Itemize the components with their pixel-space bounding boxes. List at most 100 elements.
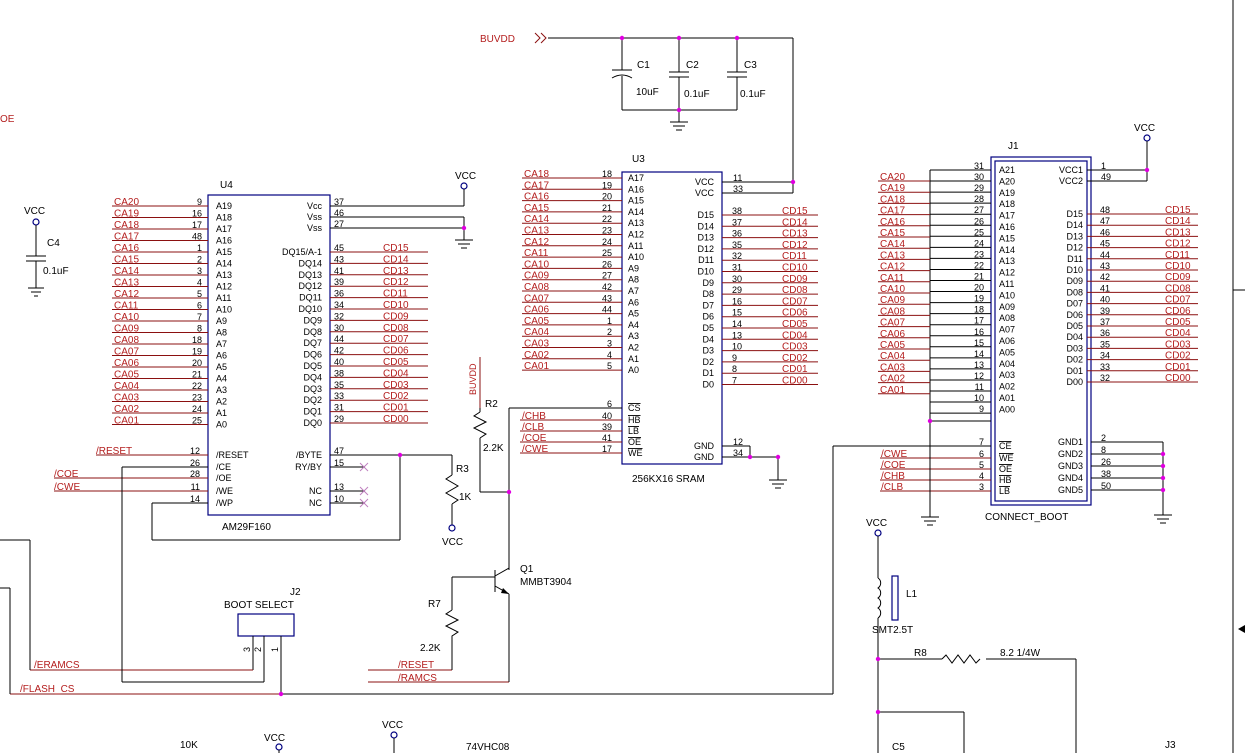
u3-right-pin: 31: [732, 263, 742, 273]
u4-right-net: CD05: [383, 357, 409, 368]
u4-left-net: CA09: [114, 324, 139, 335]
c4-ref: C4: [47, 238, 60, 249]
frame-arrow: [1238, 625, 1245, 633]
j1-right-pin-name: D02: [1066, 355, 1083, 365]
j1-ctrl-pin: 5: [979, 460, 984, 470]
c1-value: 10uF: [636, 87, 659, 98]
l1-coil: [877, 577, 882, 619]
net-reset-bottom: /RESET: [398, 660, 434, 671]
u4-net-cwe: /CWE: [54, 482, 80, 493]
j1-right-pin-name: D15: [1066, 209, 1083, 219]
u3-left-pin: 24: [602, 237, 612, 247]
u3-left-net: CA15: [524, 203, 549, 214]
u4-right-pin-name: DQ6: [303, 350, 322, 360]
j1-left-pin: 27: [974, 205, 984, 215]
u3-sram-chip: U3 256KX16 SRAM: [621, 154, 723, 485]
u3-part: 256KX16 SRAM: [632, 474, 705, 485]
u4-right-net: CD04: [383, 368, 409, 379]
u3-right-pin-name: D2: [702, 357, 714, 367]
u4-ctrl-pin-name: /WE: [216, 486, 233, 496]
j1-left-pin: 22: [974, 260, 984, 270]
u3-control: /CHB /CLB /COE /CWE: [509, 407, 622, 455]
u3-right-net: CD03: [782, 342, 808, 353]
u3-right-pin-name: D8: [702, 289, 714, 299]
u3-right-net: CD06: [782, 308, 808, 319]
u3-ctrl-pin-name: LB: [628, 426, 639, 436]
j1-right-pin: 37: [1100, 317, 1110, 327]
u4-left-net: CA18: [114, 220, 139, 231]
u4-right-pin-name: DQ12: [298, 281, 322, 291]
j1-left-pin-name: A01: [999, 393, 1015, 403]
u4-left-net: CA15: [114, 255, 139, 266]
u3-right-net: CD13: [782, 229, 808, 240]
j3-ref: J3: [1165, 740, 1176, 751]
u3-left-pin-name: A9: [628, 263, 639, 273]
u4-ctrl-pin: 28: [190, 469, 200, 479]
u4-left-pin-name: A11: [216, 293, 231, 303]
j1-right-net: CD10: [1165, 261, 1191, 272]
u3-ctrl-pin: 40: [602, 411, 612, 421]
j1-gnd-pin: 26: [1101, 457, 1111, 467]
j1-left-net: CA17: [880, 206, 905, 217]
u4-left-net: CA06: [114, 358, 139, 369]
u4-vcc-label: VCC: [455, 171, 476, 182]
u4-left-net: CA04: [114, 381, 139, 392]
j1-left-net: CA03: [880, 362, 905, 373]
u3-right-pin-name: D3: [702, 346, 714, 356]
u4-net-coe: /COE: [54, 469, 79, 480]
buvdd-vertical-label: BUVDD: [468, 363, 478, 395]
j1-left-pin-name: A04: [999, 359, 1015, 369]
u3-left-pin-name: A11: [628, 241, 643, 251]
u3-right-net: CD00: [782, 376, 808, 387]
u3-left-net: CA08: [524, 282, 549, 293]
u4-power-pin: 46: [334, 208, 344, 218]
u3-left-pin: 4: [607, 350, 612, 360]
u4-left-net: CA13: [114, 278, 139, 289]
u3-right-pin-name: D5: [702, 323, 714, 333]
u4-left-pin: 7: [197, 312, 202, 322]
u3-right-pin-name: D13: [697, 233, 714, 243]
u4-right-pin: 42: [334, 346, 344, 356]
u3-left-pin-name: A16: [628, 184, 644, 194]
j1-right-net: CD07: [1165, 295, 1191, 306]
u4-left-net: CA17: [114, 232, 139, 243]
j1-left-pin: 16: [974, 327, 984, 337]
u4-left-net: CA03: [114, 393, 139, 404]
net-flash-cs: /FLASH_CS: [20, 684, 75, 695]
u4-right-pin-name: DQ0: [303, 418, 322, 428]
j1-right-pin-name: D04: [1066, 332, 1083, 342]
u4-right-pin: 41: [334, 266, 344, 276]
u3-right-net: CD02: [782, 353, 808, 364]
u4-right-pin: 32: [334, 311, 344, 321]
u4-right-net: CD06: [383, 346, 409, 357]
u4-left-pin: 3: [197, 266, 202, 276]
u3-ctrl-pin-name: OE: [628, 437, 641, 447]
j1-left-net: CA09: [880, 295, 905, 306]
u3-vcc-pin: 33: [733, 184, 743, 194]
j1-right-pin: 46: [1100, 227, 1110, 237]
j1-right-net: CD04: [1165, 328, 1191, 339]
j1-left-net: CA15: [880, 228, 905, 239]
u4-power-pin-name: Vss: [307, 223, 323, 233]
u4-right-pin-name: DQ8: [303, 327, 322, 337]
j1-left-net: CA19: [880, 183, 905, 194]
j1-right-net: CD02: [1165, 351, 1191, 362]
u4-left-pin: 23: [192, 393, 202, 403]
u3-left-pin-name: A5: [628, 309, 639, 319]
j1-left-pin-name: A12: [999, 268, 1015, 278]
u3-right-pin: 7: [732, 376, 737, 386]
j1-right-pin: 41: [1100, 283, 1110, 293]
u3-left-net: CA11: [524, 248, 549, 259]
u4-left-pin-name: A17: [216, 224, 232, 234]
j1-gnd-pin: 8: [1101, 445, 1106, 455]
u3-left-pin-name: A12: [628, 230, 644, 240]
net-label-oe-fragment: OE: [0, 114, 15, 125]
j1-right-pin: 45: [1100, 239, 1110, 249]
u4-left-pin: 48: [192, 232, 202, 242]
j1-left-pin: 31: [974, 161, 984, 171]
u4-right-pin-name: DQ3: [303, 384, 322, 394]
j1-gnd-pin: 38: [1101, 469, 1111, 479]
ic-74vhc08-label: 74VHC08: [466, 742, 510, 753]
